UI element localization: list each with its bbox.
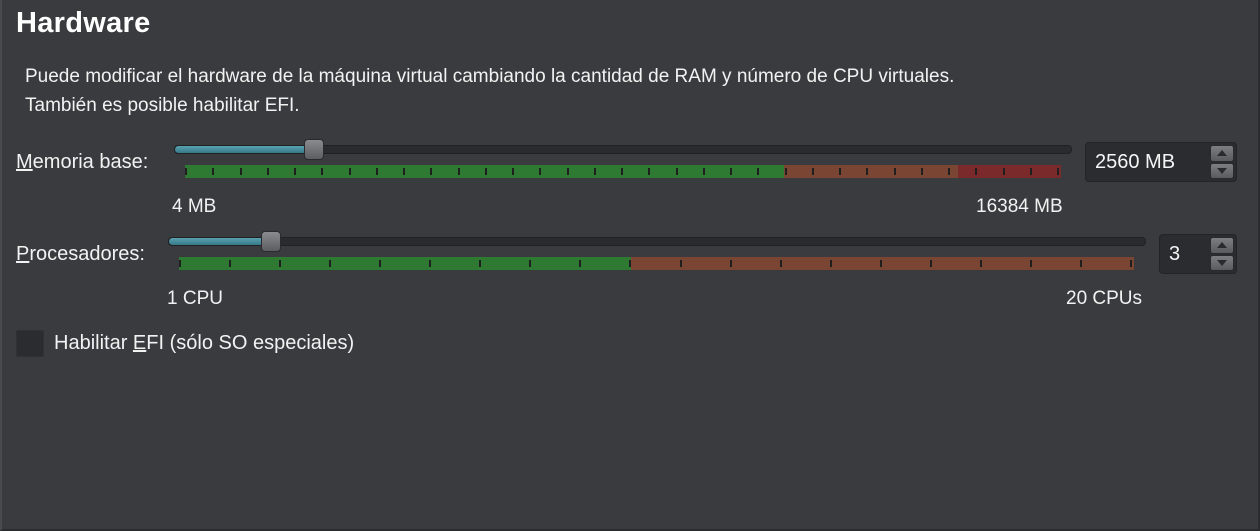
memory-decrease-button[interactable] [1210,162,1234,179]
description-line-2: También es posible habilitar EFI. [25,95,300,116]
description-line-1: Puede modificar el hardware de la máquin… [25,66,955,87]
efi-checkbox-label[interactable]: Habilitar EFI (sólo SO especiales) [54,332,354,355]
efi-checkbox[interactable] [16,330,44,357]
processors-scale-segment [630,257,1134,270]
memory-label-text: emoria base: [32,151,149,173]
memory-slider[interactable] [174,145,1072,154]
processors-spinbox[interactable]: 3 [1159,234,1237,274]
memory-max-label: 16384 MB [976,196,1063,217]
memory-scale-bar [185,165,1061,178]
processors-label-mnemonic: P [16,243,30,265]
chevron-down-icon [1217,259,1227,266]
processors-scale-bar [179,257,1134,270]
processors-scale-segment [179,257,631,270]
processors-slider-fill [169,238,272,245]
memory-scale-segment [784,165,959,178]
memory-increase-button[interactable] [1210,145,1234,162]
chevron-down-icon [1217,167,1227,174]
chevron-up-icon [1217,242,1227,249]
processors-value[interactable]: 3 [1169,243,1181,265]
memory-slider-handle[interactable] [304,139,325,160]
processors-decrease-button[interactable] [1210,254,1234,271]
efi-label-after: FI (sólo SO especiales) [146,332,355,354]
memory-min-label: 4 MB [172,196,217,217]
memory-label-mnemonic: M [16,151,33,173]
processors-increase-button[interactable] [1210,237,1234,254]
processors-label-text: rocesadores: [29,243,145,265]
processors-slider[interactable] [168,237,1146,246]
memory-value[interactable]: 2560 MB [1095,151,1176,173]
processors-slider-handle[interactable] [260,231,281,252]
efi-label-before: Habilitar [54,332,133,354]
memory-scale-segment [958,165,1061,178]
memory-spinbox[interactable]: 2560 MB [1085,142,1237,182]
processors-min-label: 1 CPU [167,288,223,309]
memory-label: Memoria base: [16,151,148,174]
memory-slider-fill [175,146,316,153]
memory-scale-segment [185,165,785,178]
processors-max-label: 20 CPUs [1066,288,1143,309]
chevron-up-icon [1217,150,1227,157]
efi-label-mnemonic: E [132,332,147,354]
processors-label: Procesadores: [16,243,145,266]
page-title: Hardware [16,7,151,39]
